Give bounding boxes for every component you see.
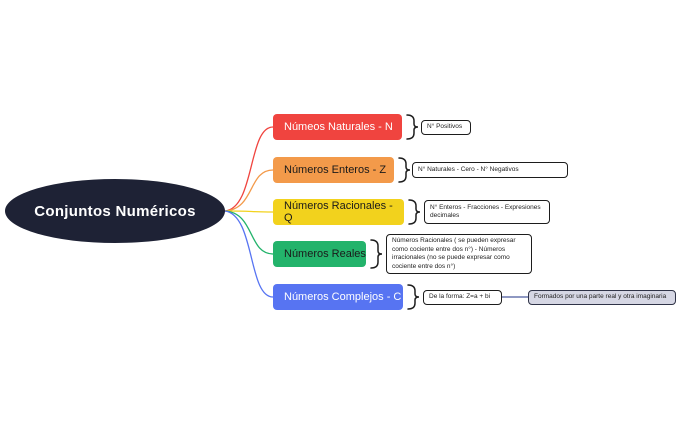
topic-complejos[interactable]: Números Complejos - C	[273, 284, 403, 310]
detail-text: N° Enteros - Fracciones - Expresiones de…	[430, 203, 541, 220]
detail-text: N° Naturales - Cero - N° Negativos	[418, 165, 519, 173]
topic-naturales[interactable]: Númeos Naturales - N	[273, 114, 402, 140]
detail-reales[interactable]: Números Racionales ( se pueden expresar …	[386, 234, 532, 274]
detail-complejos[interactable]: De la forma: Z=a + bi	[423, 290, 502, 305]
topic-racionales[interactable]: Números Racionales - Q	[273, 199, 404, 225]
detail-complejos-extra[interactable]: Formados por una parte real y otra imagi…	[528, 290, 676, 305]
topic-reales[interactable]: Números Reales	[273, 241, 366, 267]
central-topic-label: Conjuntos Numéricos	[34, 202, 196, 220]
topic-label: Númeos Naturales - N	[284, 121, 393, 133]
topic-label: Números Reales	[284, 248, 366, 260]
topic-label: Números Enteros - Z	[284, 164, 387, 176]
detail-naturales[interactable]: N° Positivos	[421, 120, 471, 135]
detail-text: De la forma: Z=a + bi	[429, 293, 491, 301]
detail-text: N° Positivos	[427, 123, 463, 131]
topic-label: Números Racionales - Q	[284, 200, 393, 224]
topic-enteros[interactable]: Números Enteros - Z	[273, 157, 394, 183]
detail-text: Números Racionales ( se pueden expresar …	[392, 237, 516, 270]
detail-text: Formados por una parte real y otra imagi…	[534, 293, 667, 301]
detail-racionales[interactable]: N° Enteros - Fracciones - Expresiones de…	[424, 200, 550, 224]
topic-label: Números Complejos - C	[284, 291, 402, 303]
central-topic[interactable]: Conjuntos Numéricos	[5, 179, 225, 243]
detail-enteros[interactable]: N° Naturales - Cero - N° Negativos	[412, 162, 568, 178]
